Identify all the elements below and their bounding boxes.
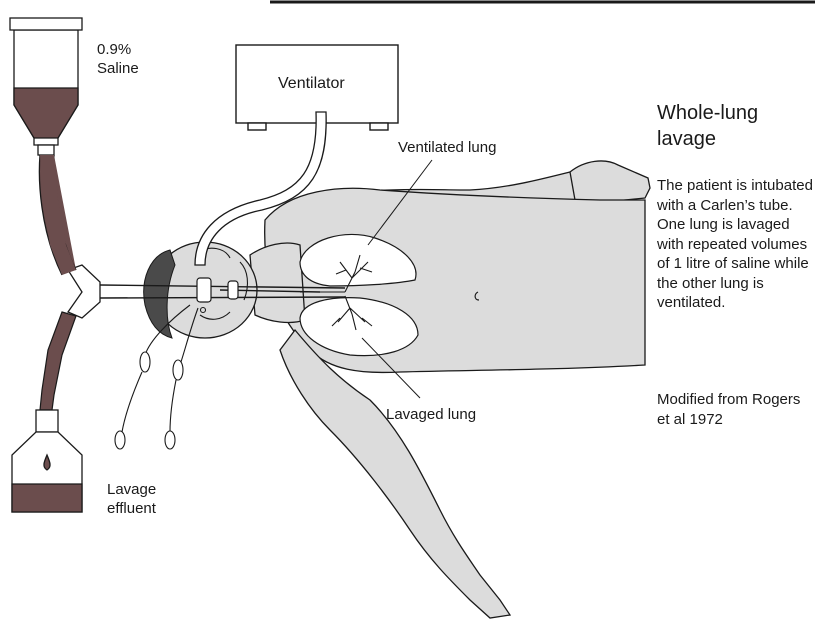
saline-bottle [9,17,83,156]
neck [249,242,306,324]
navel [474,291,480,301]
upper-hand [569,160,651,203]
diagram-description: The patient is intubated with a Carlen’s… [657,177,813,311]
y-connector [67,264,101,319]
diagram-title: Whole-lung lavage [657,102,759,150]
ventilated-lung-leader [367,159,433,246]
diagram-credit: Modified from Rogers et al 1972 [657,391,801,428]
lavaged-lung-leader [361,337,421,399]
pilot-balloons [114,351,184,450]
ventilator-label: Ventilator [278,75,345,92]
effluent-label: Lavage effluent [107,481,157,517]
lavaged-lung-shape [299,297,419,357]
saline-label: 0.9% Saline [97,41,139,77]
tube-connector-1 [196,277,212,303]
patient-figure [152,160,651,619]
effluent-tube [39,311,77,411]
effluent-jar [11,409,83,513]
cuff-lines [121,304,199,433]
ventilator-hose [194,111,327,266]
tube-connector-2 [227,280,239,300]
ventilator-box [235,44,399,131]
hair [143,249,176,339]
ventilated-lung-label: Ventilated lung [398,139,497,156]
lower-arm [279,328,512,619]
lavaged-lung-label: Lavaged lung [386,406,477,423]
